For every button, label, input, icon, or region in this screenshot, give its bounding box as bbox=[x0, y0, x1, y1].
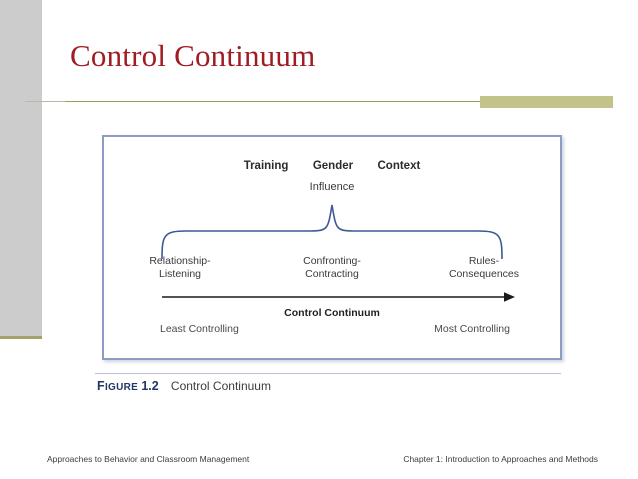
influence-factor-context: Context bbox=[377, 160, 421, 172]
left-gray-band-underline bbox=[0, 336, 42, 339]
approach-confronting-contracting: Confronting- Contracting bbox=[256, 255, 408, 281]
approach-line-1: Relationship- bbox=[149, 255, 211, 267]
title-divider-line bbox=[25, 101, 613, 102]
caption-figure-text: Control Continuum bbox=[170, 379, 271, 393]
caption-divider-rule bbox=[95, 373, 561, 374]
title-accent-block bbox=[480, 96, 613, 108]
continuum-axis-label: Control Continuum bbox=[284, 307, 380, 319]
title-divider-fade bbox=[25, 101, 65, 102]
page-title: Control Continuum bbox=[70, 38, 316, 73]
influence-group-label: Influence bbox=[309, 181, 355, 193]
left-gray-band bbox=[0, 0, 42, 336]
approach-rules-consequences: Rules- Consequences bbox=[408, 255, 560, 281]
continuum-arrow-icon bbox=[104, 289, 560, 305]
caption-figure-number: 1.2 bbox=[141, 379, 159, 393]
caption-figure-word: FIGURE bbox=[97, 379, 139, 393]
influence-factors-row: Training Gender Context bbox=[104, 160, 560, 172]
approach-relationship-listening: Relationship- Listening bbox=[104, 255, 256, 281]
curly-brace-icon bbox=[104, 201, 560, 260]
influence-factor-gender: Gender bbox=[312, 160, 354, 172]
influence-factor-training: Training bbox=[243, 160, 289, 172]
footer-chapter-title: Chapter 1: Introduction to Approaches an… bbox=[403, 454, 598, 464]
most-controlling-label: Most Controlling bbox=[434, 323, 510, 335]
approach-line-2: Listening bbox=[158, 268, 202, 280]
footer-book-title: Approaches to Behavior and Classroom Man… bbox=[47, 454, 250, 464]
approach-line-1: Rules- bbox=[468, 255, 500, 267]
figure-diagram-box: Training Gender Context Influence Relati… bbox=[102, 135, 562, 360]
approach-line-2: Contracting bbox=[305, 268, 359, 280]
least-controlling-label: Least Controlling bbox=[160, 323, 239, 335]
approach-line-1: Confronting- bbox=[303, 255, 361, 267]
figure-caption: FIGURE 1.2 Control Continuum bbox=[97, 379, 271, 393]
approach-line-2: Consequences bbox=[448, 268, 520, 280]
approach-labels-row: Relationship- Listening Confronting- Con… bbox=[104, 255, 560, 281]
